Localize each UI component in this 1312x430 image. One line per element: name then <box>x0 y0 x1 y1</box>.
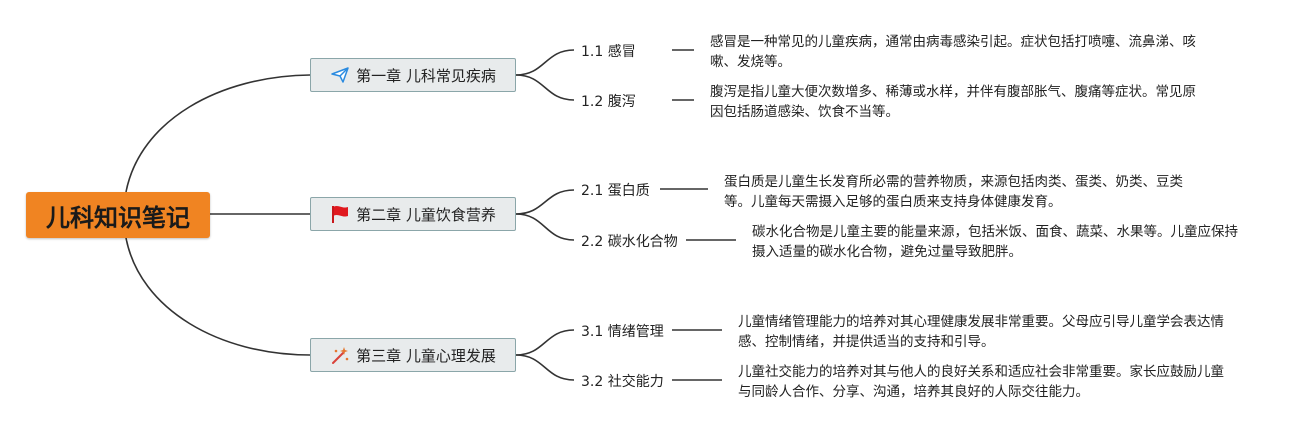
chapter3-topic2-branch <box>515 354 575 381</box>
chapter-3-node[interactable]: 第三章 儿童心理发展 <box>310 338 516 372</box>
root-topic[interactable]: 儿科知识笔记 <box>26 192 210 238</box>
topic-3-2[interactable]: 3.2 社交能力 <box>581 374 664 390</box>
topic-1-1[interactable]: 1.1 感冒 <box>581 44 636 60</box>
root-to-chapter3-line <box>125 237 311 356</box>
magic-wand-icon <box>330 345 350 365</box>
chapter-1-node[interactable]: 第一章 儿科常见疾病 <box>310 58 516 92</box>
topic-2-2[interactable]: 2.2 碳水化合物 <box>581 234 678 250</box>
chapter3-topic1-branch <box>515 329 575 356</box>
chapter-1-label: 第一章 儿科常见疾病 <box>356 66 496 85</box>
chapter1-topic2-branch <box>515 74 575 101</box>
topic-3-1-description: 儿童情绪管理能力的培养对其心理健康发展非常重要。父母应引导儿童学会表达情感、控制… <box>738 314 1224 350</box>
chapter-2-node[interactable]: 第二章 儿童饮食营养 <box>310 197 516 231</box>
paper-plane-icon <box>330 65 350 85</box>
chapter2-topic2-branch <box>515 213 575 241</box>
chapter1-topic1-branch <box>515 49 575 76</box>
red-flag-icon <box>330 204 350 224</box>
chapter-2-label: 第二章 儿童饮食营养 <box>356 205 496 224</box>
topic-3-2-description: 儿童社交能力的培养对其与他人的良好关系和适应社会非常重要。家长应鼓励儿童与同龄人… <box>738 364 1224 400</box>
topic-1-2-description: 腹泻是指儿童大便次数增多、稀薄或水样，并伴有腹部胀气、腹痛等症状。常见原因包括肠… <box>710 84 1196 120</box>
topic-1-1-description: 感冒是一种常见的儿童疾病，通常由病毒感染引起。症状包括打喷嚏、流鼻涕、咳嗽、发烧… <box>710 34 1196 70</box>
topic-2-2-description: 碳水化合物是儿童主要的能量来源，包括米饭、面食、蔬菜、水果等。儿童应保持摄入适量… <box>752 224 1238 260</box>
root-title: 儿科知识笔记 <box>46 203 190 232</box>
topic-2-1[interactable]: 2.1 蛋白质 <box>581 183 650 199</box>
topic-1-2[interactable]: 1.2 腹泻 <box>581 94 636 110</box>
chapter2-topic1-branch <box>515 189 575 215</box>
chapter-3-label: 第三章 儿童心理发展 <box>356 346 496 365</box>
root-to-chapter1-line <box>125 74 311 193</box>
topic-3-1[interactable]: 3.1 情绪管理 <box>581 324 664 340</box>
topic-2-1-description: 蛋白质是儿童生长发育所必需的营养物质，来源包括肉类、蛋类、奶类、豆类等。儿童每天… <box>724 174 1183 210</box>
